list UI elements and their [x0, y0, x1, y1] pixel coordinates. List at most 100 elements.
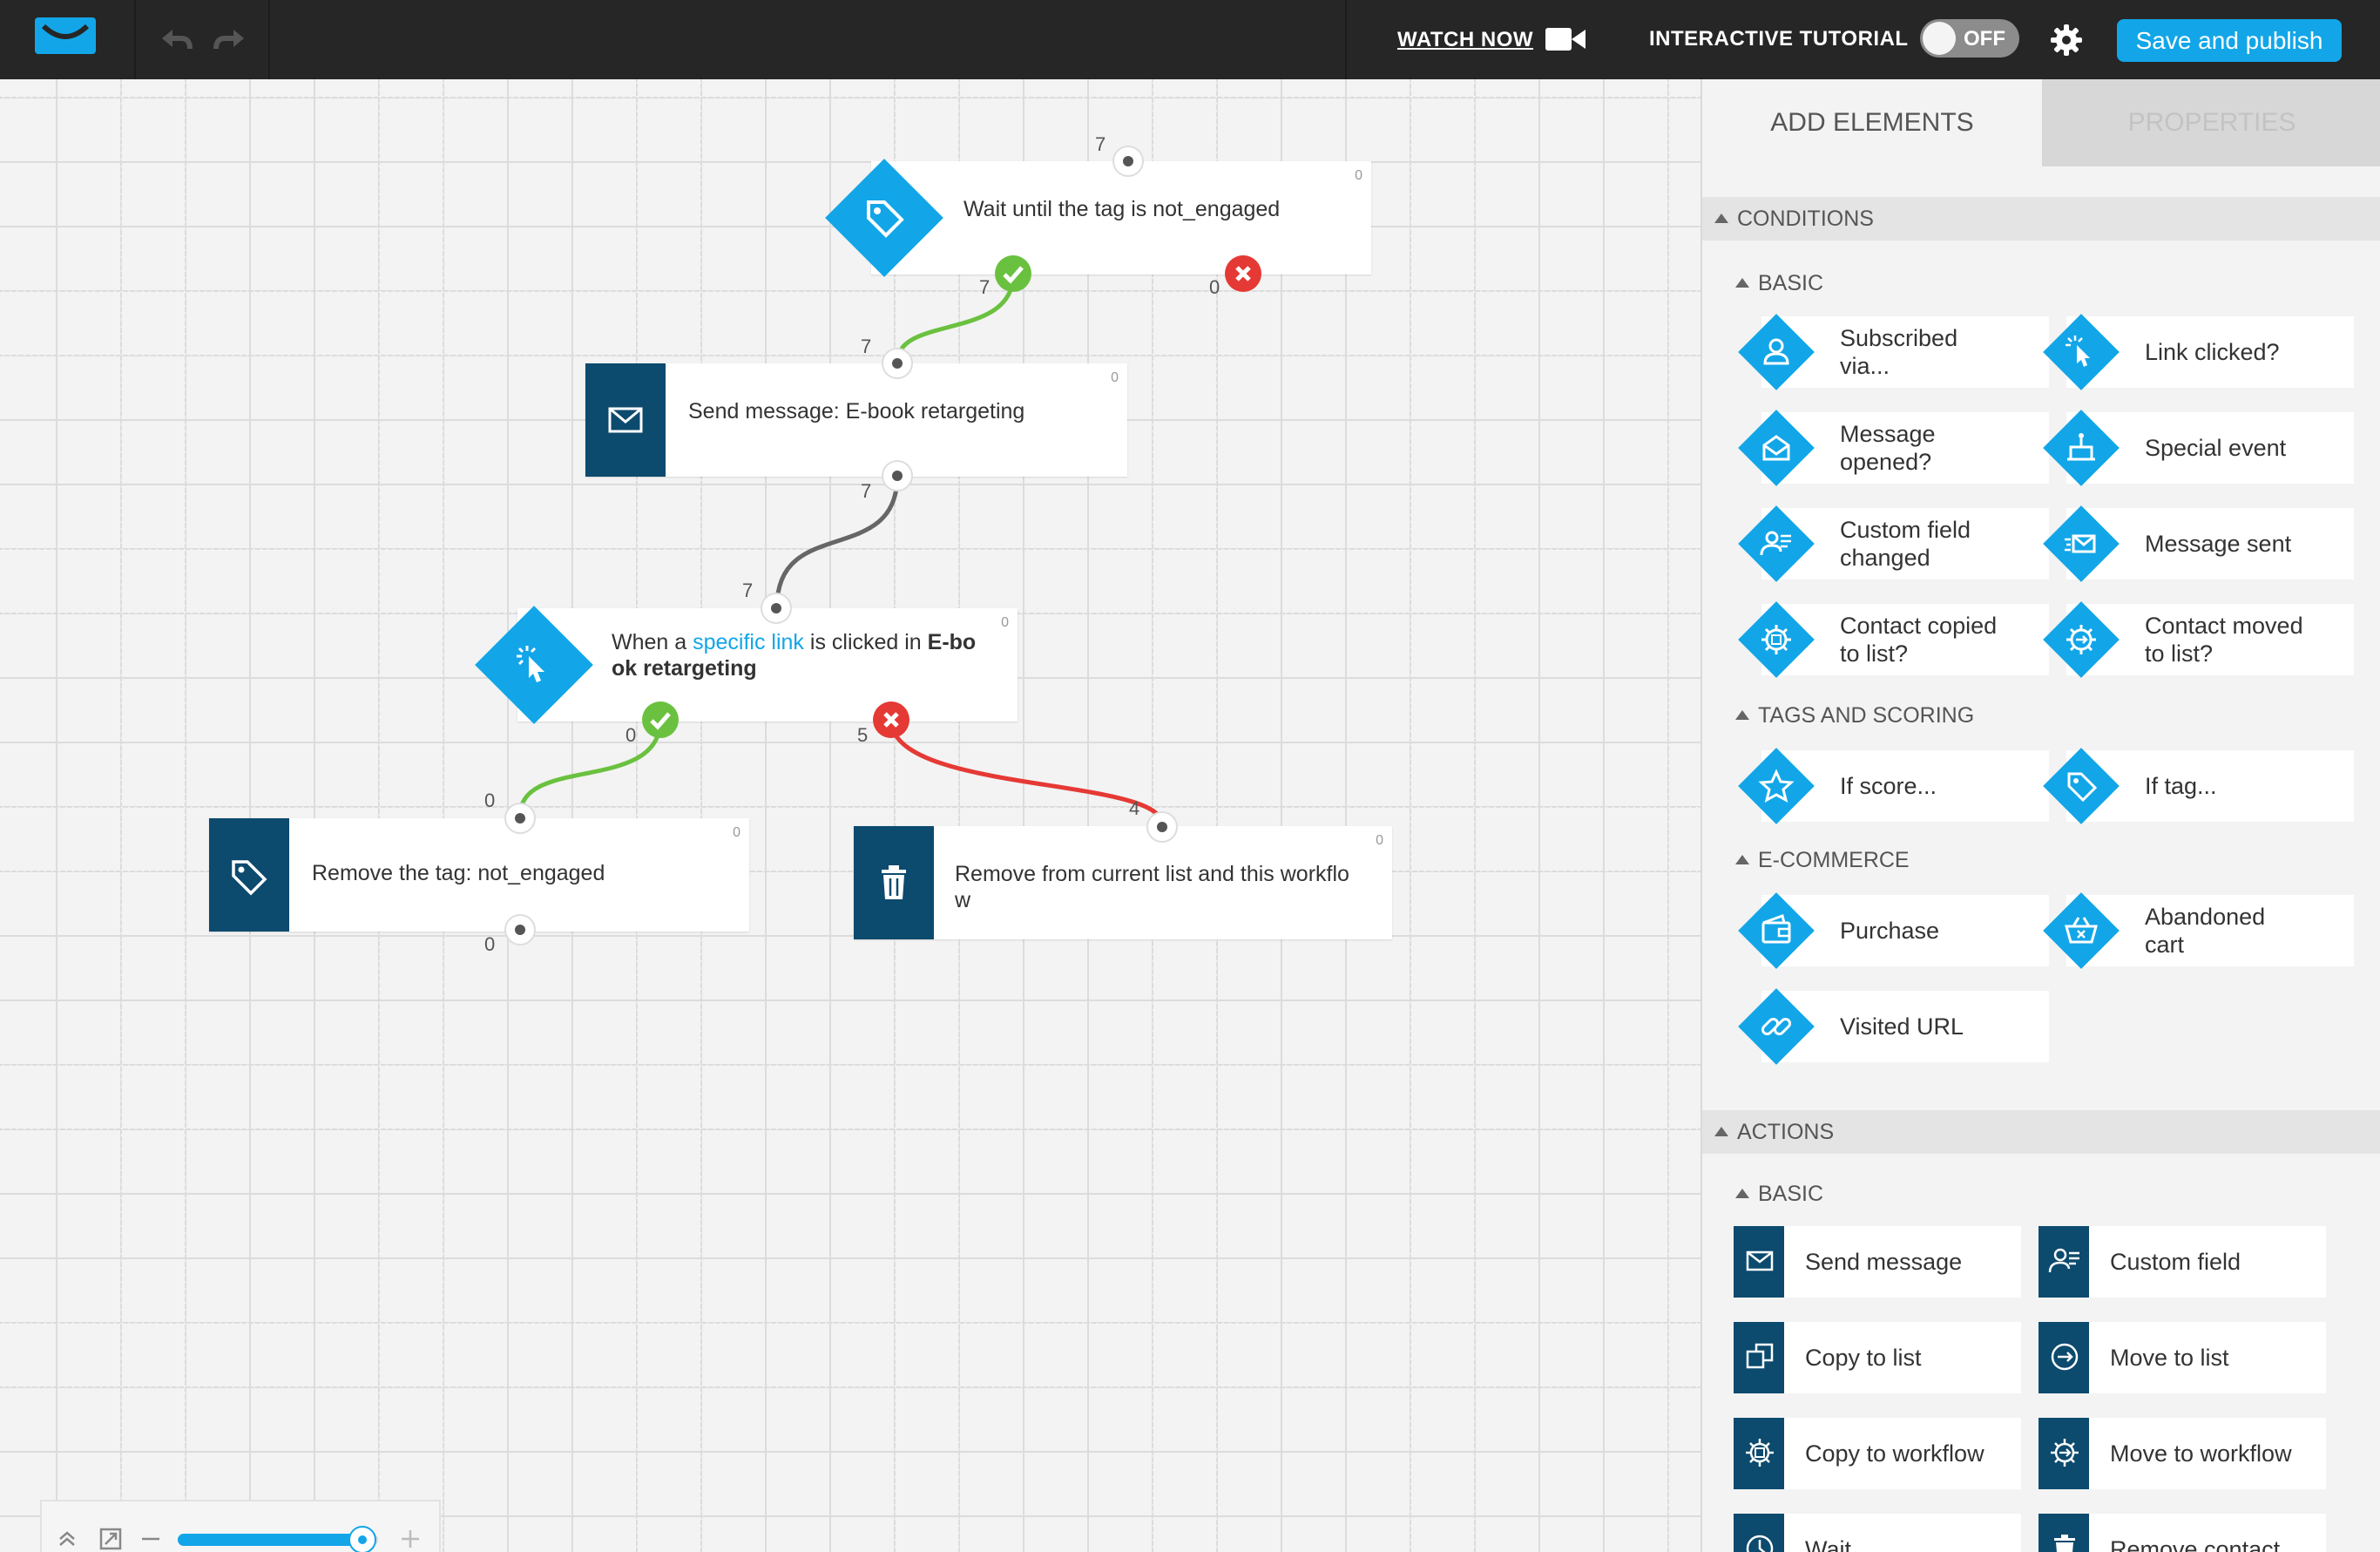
cursor-click-icon: [2061, 332, 2101, 372]
node-count: 0: [1001, 615, 1009, 630]
node-remove-tag[interactable]: Remove the tag: not_engaged 0: [209, 818, 749, 932]
action-square: [2039, 1226, 2089, 1298]
watch-now-link[interactable]: WATCH NOW: [1397, 28, 1534, 51]
condition-visited-url[interactable]: Visited URL: [1738, 988, 2049, 1065]
node-text-line2: w: [955, 888, 971, 912]
action-wait[interactable]: Wait: [1734, 1514, 2021, 1552]
envelope-icon: [1741, 1242, 1779, 1280]
no-badge[interactable]: [873, 701, 909, 738]
output-pin[interactable]: [504, 914, 536, 945]
fit-screen-icon[interactable]: [98, 1526, 124, 1552]
subsection-ecommerce[interactable]: E-COMMERCE: [1735, 848, 1910, 872]
zoom-slider[interactable]: [178, 1526, 378, 1552]
label-line1: Subscribed: [1840, 325, 1958, 351]
input-pin[interactable]: [1112, 146, 1144, 177]
input-pin[interactable]: [504, 803, 536, 834]
output-pin[interactable]: [882, 460, 913, 491]
node-text: Remove the tag: not_engaged: [312, 861, 605, 885]
no-badge[interactable]: [1225, 255, 1261, 292]
label-line1: Abandoned: [2145, 904, 2266, 930]
node-wait-tag[interactable]: Wait until the tag is not_engaged 0: [871, 161, 1371, 274]
specific-link[interactable]: specific link: [693, 630, 804, 654]
action-remove-contact[interactable]: Remove contact: [2039, 1514, 2326, 1552]
cake-icon: [2061, 428, 2101, 468]
subsection-conditions-basic[interactable]: BASIC: [1734, 271, 1824, 295]
action-copy-to-workflow[interactable]: Copy to workflow: [1734, 1418, 2021, 1489]
gear-icon[interactable]: [2049, 23, 2084, 58]
yes-badge[interactable]: [995, 255, 1031, 292]
node-remove-from-list[interactable]: Remove from current list and this workfl…: [854, 826, 1392, 939]
label-line2: via...: [1840, 353, 1890, 379]
condition-label: If tag...: [2145, 773, 2217, 799]
user-icon: [1756, 332, 1796, 372]
condition-link-clicked[interactable]: Link clicked?: [2043, 314, 2354, 390]
zoom-in-icon[interactable]: [397, 1526, 423, 1552]
chain-link-icon: [1756, 1006, 1796, 1047]
text-mid: is clicked in: [803, 630, 928, 654]
section-actions[interactable]: ACTIONS: [1702, 1110, 2380, 1154]
label-line1: Custom field: [1840, 517, 1971, 543]
node-send-message[interactable]: Send message: E-book retargeting 0: [585, 363, 1127, 477]
yes-badge[interactable]: [642, 701, 679, 738]
message-name-cont: ok retargeting: [612, 656, 757, 681]
input-pin[interactable]: [761, 593, 792, 624]
divider: [268, 0, 270, 79]
zoom-control: [40, 1500, 441, 1552]
input-count: 7: [742, 579, 754, 601]
input-count: 4: [1129, 797, 1140, 819]
input-pin[interactable]: [882, 348, 913, 379]
arrow-circle-icon: [2045, 1338, 2084, 1376]
collapse-up-icon[interactable]: [54, 1526, 80, 1552]
wallet-icon: [1756, 911, 1796, 951]
gear-copy-icon: [1756, 620, 1796, 660]
action-move-to-list[interactable]: Move to list: [2039, 1322, 2326, 1393]
video-camera-icon[interactable]: [1545, 26, 1586, 52]
condition-purchase[interactable]: Purchase: [1738, 892, 2049, 969]
subsection-tags-scoring[interactable]: TAGS AND SCORING: [1734, 703, 1975, 728]
gear-move-icon: [2061, 620, 2101, 660]
condition-special-event[interactable]: Special event: [2043, 410, 2354, 486]
action-square: [1734, 1322, 1784, 1393]
divider: [1345, 0, 1347, 79]
node-text: Send message: E-book retargeting: [688, 399, 1025, 424]
input-pin[interactable]: [1146, 811, 1178, 843]
logo-icon[interactable]: [35, 17, 96, 59]
tutorial-toggle[interactable]: OFF: [1920, 19, 2019, 58]
clock-icon: [1741, 1529, 1779, 1552]
condition-label: If score...: [1840, 773, 1937, 799]
condition-if-score[interactable]: If score...: [1738, 748, 2049, 824]
sent-envelope-icon: [2061, 524, 2101, 564]
section-conditions[interactable]: CONDITIONS: [1702, 197, 2380, 241]
action-send-message[interactable]: Send message: [1734, 1226, 2021, 1298]
output-count: 0: [484, 933, 496, 955]
workflow-canvas[interactable]: Wait until the tag is not_engaged 0 7 7 …: [0, 79, 1700, 1552]
redo-icon[interactable]: [213, 23, 247, 58]
tab-properties[interactable]: PROPERTIES: [2042, 79, 2380, 166]
action-custom-field[interactable]: Custom field: [2039, 1226, 2326, 1298]
condition-if-tag[interactable]: If tag...: [2043, 748, 2354, 824]
zoom-out-icon[interactable]: [138, 1526, 164, 1552]
tab-add-elements[interactable]: ADD ELEMENTS: [1702, 79, 2042, 166]
save-and-publish-button[interactable]: Save and publish: [2117, 19, 2342, 62]
condition-message-sent[interactable]: Message sent: [2043, 505, 2354, 582]
action-copy-to-list[interactable]: Copy to list: [1734, 1322, 2021, 1393]
undo-icon[interactable]: [159, 23, 193, 58]
label-line2: opened?: [1840, 449, 1932, 475]
subsection-actions-basic[interactable]: BASIC: [1734, 1182, 1824, 1206]
zoom-slider-handle[interactable]: [348, 1526, 376, 1552]
action-move-to-workflow[interactable]: Move to workflow: [2039, 1418, 2326, 1489]
condition-label: Message sent: [2145, 531, 2292, 557]
input-count: 7: [1095, 133, 1106, 155]
action-label: Wait: [1805, 1535, 1851, 1552]
node-count: 0: [1376, 833, 1383, 848]
